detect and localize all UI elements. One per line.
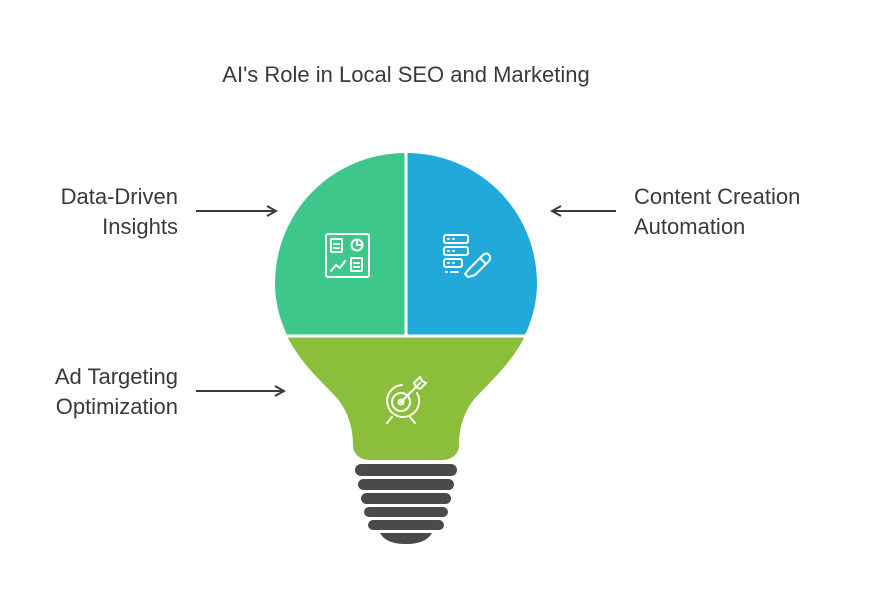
segment-content-creation (406, 153, 537, 335)
label-line: Optimization (55, 394, 178, 419)
label-line: Automation (634, 214, 746, 239)
document-edit-icon (443, 234, 492, 278)
label-data-driven-insights: Data-Driven Insights (61, 182, 178, 242)
diagram-title: AI's Role in Local SEO and Marketing (222, 62, 590, 87)
label-line: Ad Targeting (54, 364, 178, 389)
label-ad-targeting-optimization: Ad Targeting Optimization (55, 362, 178, 422)
label-line: Insights (102, 214, 178, 239)
label-line: Data-Driven (60, 184, 178, 209)
label-line: Content Creation (634, 184, 801, 209)
dashboard-icon (325, 233, 370, 278)
target-arrow-icon (386, 376, 427, 424)
segment-data-driven (275, 153, 406, 335)
label-content-creation-automation: Content Creation Automation (634, 182, 800, 242)
bulb-base (355, 464, 457, 544)
